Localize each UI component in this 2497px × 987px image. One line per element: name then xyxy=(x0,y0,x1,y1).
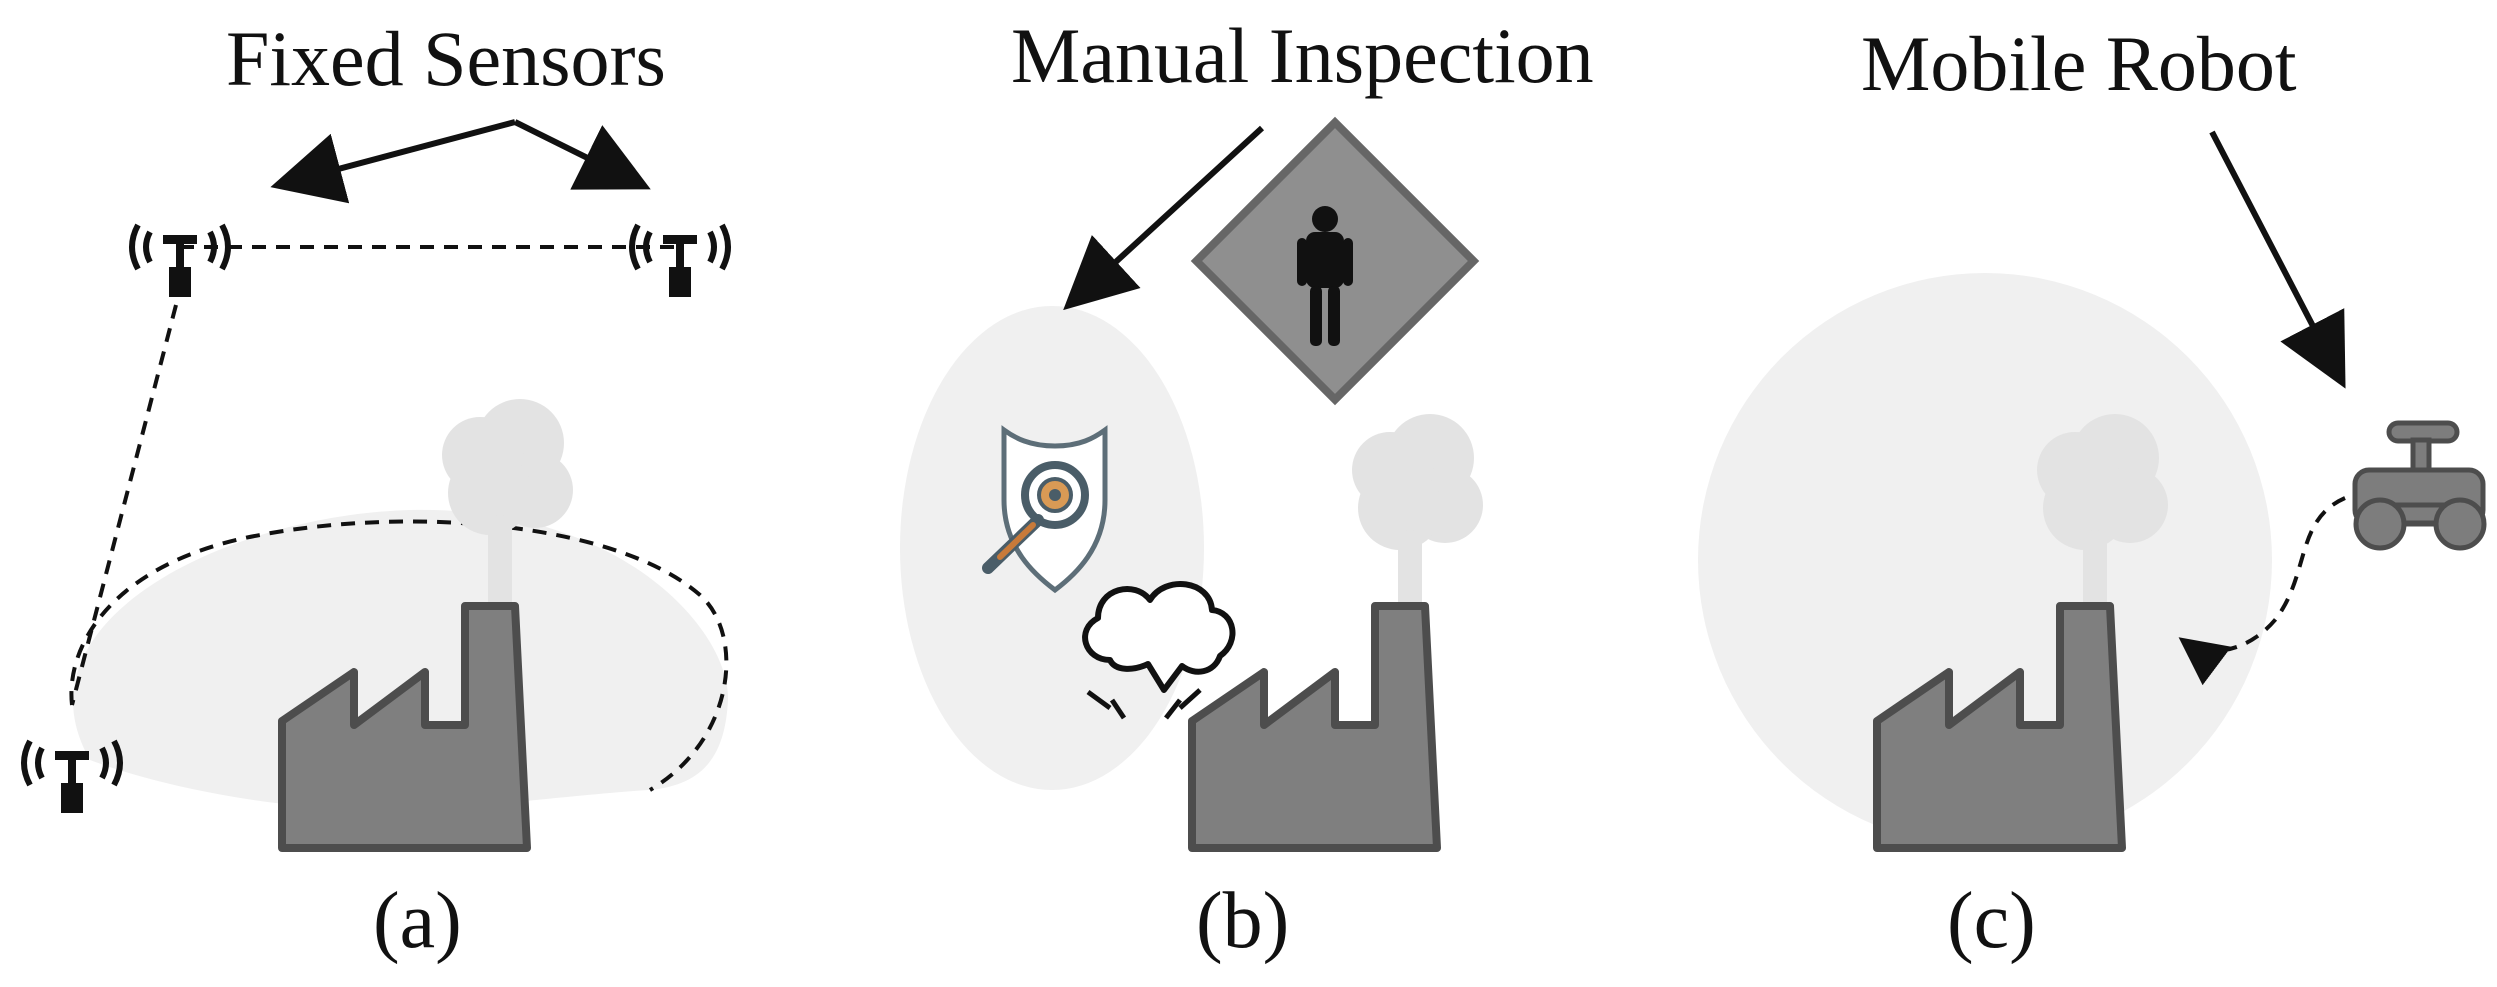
fixed-sensors-arrow-right xyxy=(513,119,651,190)
fixed-sensor-icon xyxy=(632,225,728,297)
panel-c-label: (c) xyxy=(1947,877,2036,965)
panel-a-title: Fixed Sensors xyxy=(226,15,666,102)
panel-a-label: (a) xyxy=(373,877,462,965)
cloud-burst-icon xyxy=(1082,581,1236,720)
sensor-coverage-area xyxy=(73,509,729,811)
panel-b-label: (b) xyxy=(1196,877,1290,965)
manual-inspection-arrow xyxy=(1063,125,1265,311)
panel-b-title: Manual Inspection xyxy=(1011,12,1594,99)
sensor-link-left xyxy=(70,304,178,706)
fixed-sensors-arrow-left xyxy=(270,119,516,204)
mobile-robot-arrow xyxy=(2209,130,2346,389)
person-icon xyxy=(1297,206,1353,346)
robot-path xyxy=(2178,496,2346,686)
panel-c-title: Mobile Robot xyxy=(1861,20,2297,107)
fixed-sensor-icon xyxy=(132,225,228,297)
fixed-sensor-icon xyxy=(24,741,120,813)
mobile-robot-icon xyxy=(2352,420,2487,551)
panel-b xyxy=(900,116,1483,848)
warning-sign-icon xyxy=(1190,116,1480,406)
panel-c xyxy=(1698,130,2487,848)
shield-magnifier-icon xyxy=(982,425,1108,594)
panel-a xyxy=(24,119,729,848)
